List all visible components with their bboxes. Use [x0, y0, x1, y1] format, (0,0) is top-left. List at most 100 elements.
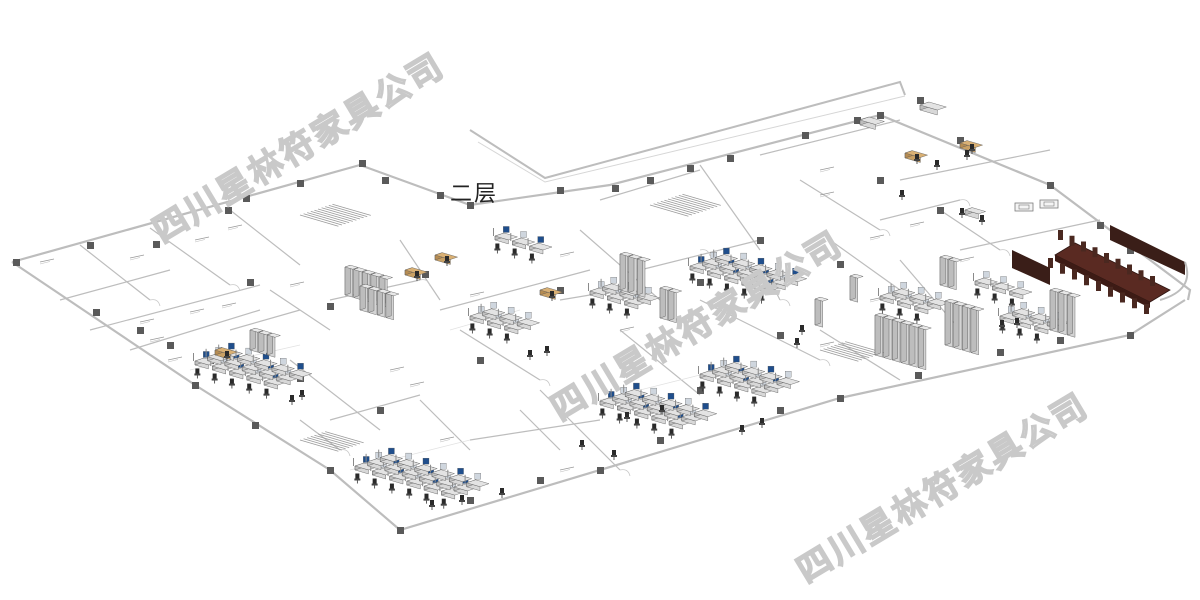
partition-wall — [79, 244, 151, 301]
office-chair — [914, 154, 920, 164]
workstation — [706, 267, 731, 280]
desk-leg — [235, 349, 237, 358]
office-chair — [759, 418, 765, 428]
desk-leg — [752, 268, 754, 277]
room-tag — [409, 381, 425, 388]
workstation-screen — [388, 447, 395, 455]
structural-column — [243, 195, 250, 202]
workstation — [414, 464, 438, 476]
desk-leg — [417, 468, 419, 477]
desk-leg — [757, 367, 759, 376]
cabinet-row-east-3 — [939, 254, 963, 291]
room-tag — [959, 256, 975, 263]
office-chair — [429, 500, 435, 510]
room-tag — [167, 356, 183, 363]
workstation — [693, 409, 718, 421]
desk-leg — [640, 389, 642, 398]
office-chair — [633, 418, 640, 429]
desk-leg — [627, 393, 629, 402]
structural-column — [727, 155, 734, 162]
desk-leg — [907, 288, 909, 297]
desk-leg — [434, 473, 436, 482]
room-tag-line — [869, 237, 881, 241]
desk-leg — [732, 376, 734, 385]
desk-leg — [527, 238, 529, 247]
room-tag-line — [959, 259, 971, 263]
workstation — [891, 288, 916, 300]
workstation — [676, 404, 701, 416]
office-chair — [228, 378, 235, 389]
workstation-cluster-west — [193, 342, 313, 390]
cabinet-single-east — [814, 296, 829, 328]
conference-wall-panel — [1110, 225, 1185, 275]
filing-cabinet — [619, 251, 634, 293]
structural-column — [597, 467, 604, 474]
structural-column — [687, 165, 694, 172]
workstation — [746, 376, 771, 389]
room-tag-line — [819, 191, 835, 196]
filing-cabinet — [908, 323, 924, 368]
room-tag-line — [149, 336, 165, 341]
door-swing — [339, 449, 351, 457]
workstation-screen — [785, 371, 792, 378]
stair-step — [317, 433, 357, 446]
room-tag — [559, 466, 575, 473]
room-tag-line — [559, 251, 575, 256]
stair-step — [834, 344, 873, 357]
structural-column — [557, 187, 564, 194]
desk-leg — [990, 278, 992, 287]
meeting-table-north-east — [919, 101, 947, 116]
desk-leg — [622, 293, 624, 302]
office-chair — [964, 150, 970, 160]
workstation-screen — [792, 268, 799, 275]
desk-leg — [700, 253, 702, 262]
room-tag-line — [409, 381, 425, 386]
structural-column — [1057, 337, 1064, 344]
desk-leg — [688, 258, 689, 266]
desk-leg — [739, 273, 741, 282]
stair-step — [827, 347, 866, 360]
partition-wall — [129, 309, 261, 351]
floor-title: 二层 — [450, 182, 499, 207]
room-tag-line — [819, 344, 831, 348]
structural-column — [137, 327, 144, 334]
conference-chair — [1127, 264, 1132, 275]
workstation — [724, 362, 749, 374]
workstation — [699, 370, 724, 383]
room-tag-line — [194, 236, 210, 241]
filing-cabinet — [359, 283, 374, 313]
desk-leg — [404, 473, 406, 482]
desk-leg — [890, 283, 892, 292]
desk-leg — [675, 399, 677, 408]
desk-leg — [762, 376, 764, 385]
room-tag — [129, 254, 145, 261]
room-tag-line — [959, 256, 975, 261]
room-tag-line — [869, 299, 881, 303]
office-chair — [879, 303, 886, 314]
room-tag-line — [167, 359, 179, 363]
desk-leg — [480, 303, 482, 312]
workstation — [1029, 313, 1053, 326]
workstation-screen — [520, 231, 527, 238]
door-swing — [959, 199, 971, 207]
stair-step — [321, 207, 361, 220]
structural-column — [1097, 222, 1104, 229]
room-tag-line — [469, 294, 481, 298]
desk-leg — [1007, 283, 1009, 292]
partition-wall — [149, 227, 231, 286]
workstation-screen — [667, 392, 675, 400]
workstation — [991, 282, 1016, 295]
desk-leg — [740, 362, 742, 371]
office-chair — [528, 253, 535, 264]
workstation — [759, 372, 783, 384]
stair-step — [325, 431, 364, 444]
office-chair — [969, 144, 975, 154]
workstation — [288, 369, 313, 381]
desk-leg — [515, 313, 517, 322]
room-tag-line — [409, 384, 421, 388]
office-chair — [527, 350, 533, 360]
workstation-screen — [297, 363, 304, 370]
room-tag-line — [439, 436, 455, 441]
structural-column — [437, 192, 444, 199]
office-chair — [716, 386, 723, 397]
